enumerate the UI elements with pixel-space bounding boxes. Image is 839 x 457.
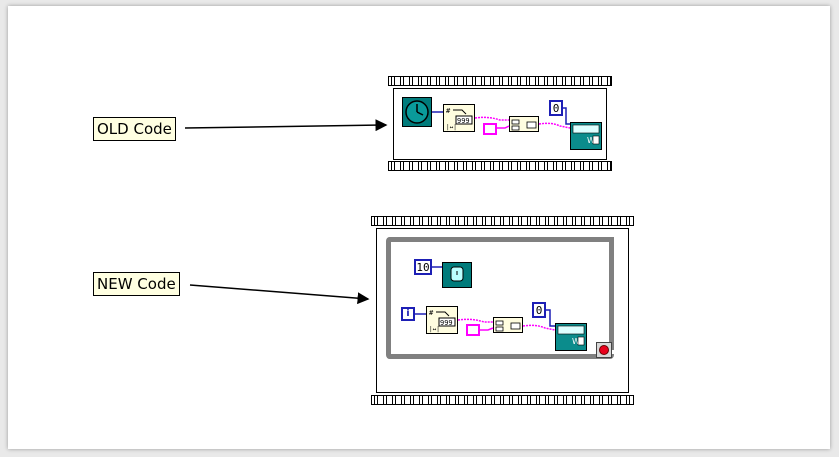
old-code-label: OLD Code [93,117,176,141]
wait-ms-node[interactable] [442,262,472,288]
new-write-node[interactable]: W [555,323,587,351]
svg-text:|↔|: |↔| [429,326,440,333]
old-write-node[interactable]: W [570,122,602,150]
new-string-constant[interactable] [466,324,480,336]
svg-text:|↔|: |↔| [446,124,457,131]
old-string-constant[interactable] [483,123,497,135]
stop-icon[interactable] [596,342,612,358]
new-arrow [189,284,370,305]
new-zero-constant[interactable]: 0 [532,302,546,318]
wait-ms-constant[interactable]: 10 [414,259,432,275]
new-film-top [371,216,634,226]
svg-text:W: W [572,337,580,346]
new-frame-inner [376,228,629,393]
old-format-into-string[interactable]: # 999 |↔| [443,104,475,132]
while-loop-right-edge [609,237,614,350]
old-concat-node[interactable] [509,116,539,132]
svg-text:999: 999 [457,117,470,125]
clock-icon [405,100,429,124]
timed-loop-node[interactable] [402,97,432,127]
wait-icon [450,266,464,282]
old-zero-constant[interactable]: 0 [549,100,563,116]
old-film-top [388,76,612,86]
svg-text:999: 999 [440,319,453,327]
svg-text:W: W [587,136,595,145]
new-format-into-string[interactable]: # 999 |↔| [426,306,458,334]
while-loop[interactable] [386,237,614,359]
loop-iteration-terminal: i [401,307,415,321]
new-film-bottom [371,395,634,405]
old-film-bottom [388,161,612,171]
new-code-label: NEW Code [93,272,180,296]
new-concat-node[interactable] [493,317,523,333]
svg-text:#: # [446,107,451,115]
svg-text:#: # [429,309,434,317]
old-arrow [184,119,388,132]
